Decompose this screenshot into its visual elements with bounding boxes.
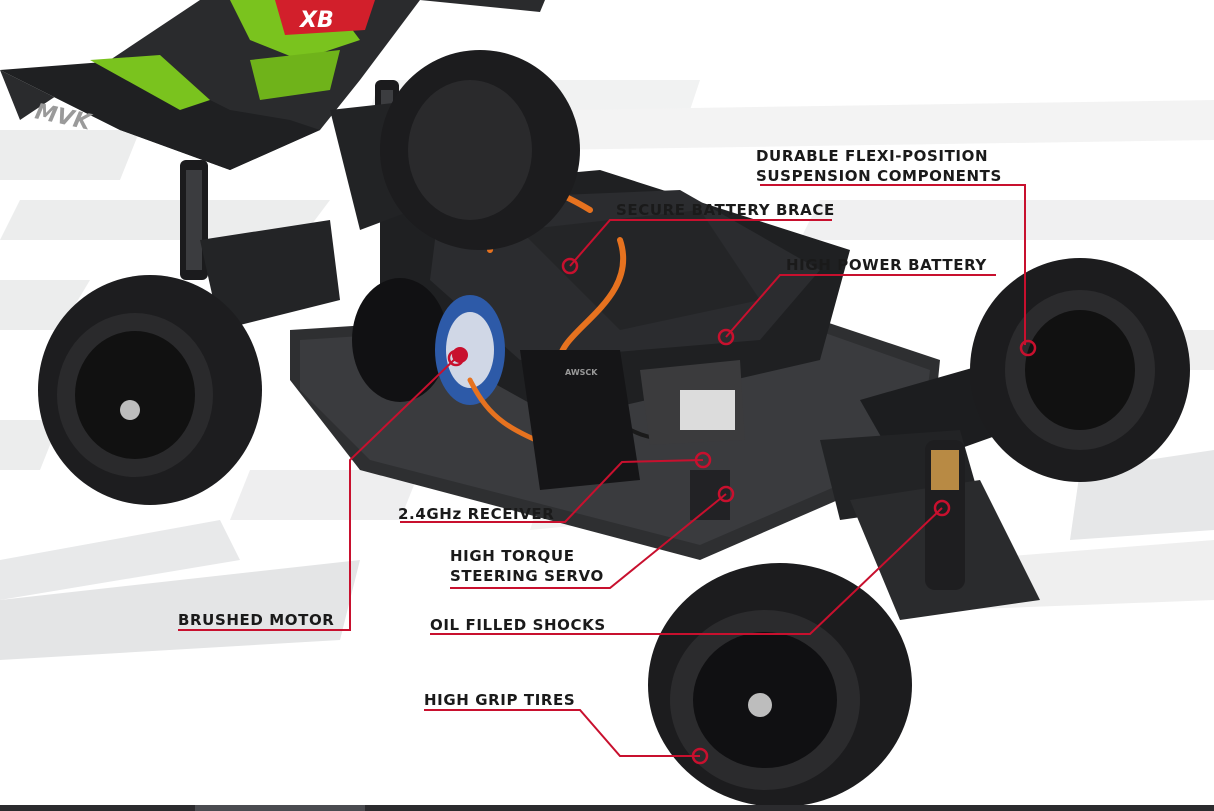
label-motor: BRUSHED MOTOR (178, 611, 335, 629)
leader-receiver (400, 459, 704, 523)
leader-suspension (760, 184, 1026, 345)
motor (352, 278, 505, 405)
leader-battery (725, 274, 996, 338)
speed-controller: AWSCK (520, 350, 745, 520)
leader-motor (178, 357, 457, 631)
leader-lines (178, 184, 1026, 757)
leader-shocks (430, 507, 943, 635)
scrollbar-thumb[interactable] (195, 805, 365, 811)
bottom-scrollbar[interactable] (0, 805, 1214, 811)
label-tires: HIGH GRIP TIRES (424, 691, 576, 709)
label-shocks: OIL FILLED SHOCKS (430, 616, 606, 634)
callout-dots (447, 257, 1037, 765)
xb-badge: XB (298, 8, 334, 33)
label-battery: HIGH POWER BATTERY (786, 256, 987, 274)
label-suspension: DURABLE FLEXI-POSITION SUSPENSION COMPON… (756, 147, 1002, 185)
leader-servo (450, 493, 727, 589)
label-battery-brace: SECURE BATTERY BRACE (616, 201, 835, 219)
leader-battery-brace (569, 219, 832, 267)
leader-tires (424, 709, 700, 757)
esc-label: AWSCK (565, 368, 598, 377)
rear-wing: XB MVK (0, 0, 545, 170)
tires (38, 50, 1190, 807)
label-servo: HIGH TORQUE STEERING SERVO (450, 547, 604, 585)
label-receiver: 2.4GHz RECEIVER (398, 505, 555, 523)
